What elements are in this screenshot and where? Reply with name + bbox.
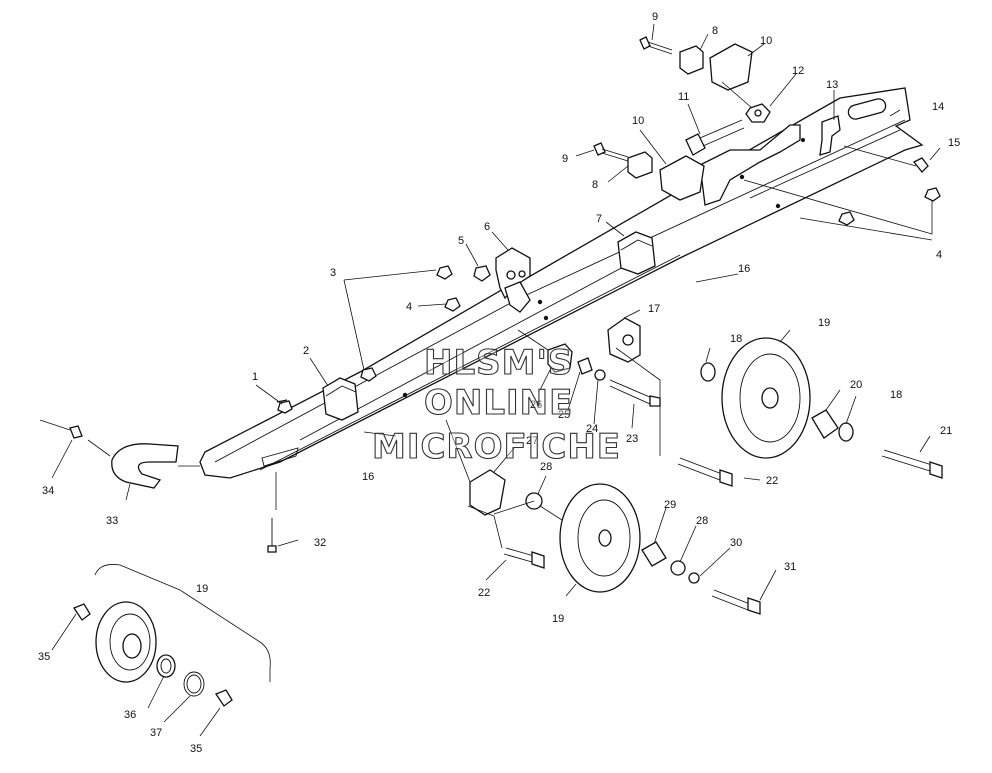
bolt-31: [711, 589, 761, 615]
callout-32: 32: [314, 537, 326, 549]
bolt-21: [881, 449, 943, 479]
idler-wheel-right: [721, 337, 811, 459]
callout-36: 36: [124, 709, 136, 721]
callout-1: 1: [252, 371, 258, 383]
nut-group: [277, 187, 941, 414]
wear-strip-33: [111, 443, 179, 489]
slider-block-2: [322, 377, 359, 421]
callout-28-left: 28: [540, 461, 552, 473]
washer-28-right: [670, 560, 686, 576]
callout-34: 34: [42, 485, 54, 497]
rivet-34: [69, 425, 83, 439]
callout-4-right: 4: [936, 249, 942, 261]
callout-14: 14: [932, 101, 944, 113]
callout-25: 25: [558, 409, 570, 421]
callout-10-lower: 10: [632, 115, 644, 127]
callout-22-lower: 22: [478, 587, 490, 599]
callout-35-bottom: 35: [190, 743, 202, 755]
spacer-29: [641, 541, 667, 567]
watermark-line-1: HLSM'S: [424, 343, 573, 383]
spacer-25: [577, 357, 593, 375]
callout-5: 5: [458, 235, 464, 247]
callout-4-left: 4: [406, 301, 412, 313]
callout-18-right: 18: [890, 389, 902, 401]
callout-18-left: 18: [730, 333, 742, 345]
callout-19-right: 19: [818, 317, 830, 329]
callout-6: 6: [484, 221, 490, 233]
bolt-9-top: [639, 36, 673, 55]
callout-15: 15: [948, 137, 960, 149]
cushion-10-top: [709, 43, 753, 91]
callout-24: 24: [586, 423, 598, 435]
callout-29: 29: [664, 499, 676, 511]
rail-bracket: [699, 124, 801, 206]
callout-10-top: 10: [760, 35, 772, 47]
cushion-10-lower: [659, 155, 705, 201]
callout-35-top: 35: [38, 651, 50, 663]
bolt-32: [267, 518, 277, 553]
washer-18-right: [838, 422, 854, 442]
bolt-22-lower: [503, 547, 545, 569]
leader-lines: [51, 23, 941, 737]
pivot-27: [469, 469, 506, 516]
bolt-9-lower: [593, 142, 629, 162]
callout-7: 7: [596, 213, 602, 225]
callout-17: 17: [648, 303, 660, 315]
wheel-assembly-detail: [73, 564, 271, 707]
bushing-8-top: [679, 45, 704, 75]
spacer-20: [811, 409, 839, 439]
callout-labels: 1 2 3 4 4 5 6 7 8 8 9 9 10 10 11 12 13 1…: [38, 11, 960, 755]
washer-30: [688, 572, 700, 584]
bushing-8-lower: [627, 151, 653, 179]
callout-26: 26: [530, 399, 542, 411]
callout-8-top: 8: [712, 25, 718, 37]
callout-31: 31: [784, 561, 796, 573]
screw-15: [912, 157, 929, 173]
watermark: HLSM'S ONLINE MICROFICHE: [371, 342, 621, 467]
washer-24: [594, 369, 606, 381]
watermark-line-3: MICROFICHE: [372, 427, 621, 467]
callout-9-lower: 9: [562, 153, 568, 165]
callout-19-detail: 19: [196, 583, 208, 595]
mount-bracket: [495, 247, 531, 313]
callout-13: 13: [826, 79, 838, 91]
callout-30: 30: [730, 537, 742, 549]
callout-2: 2: [303, 345, 309, 357]
bolt-22-right: [677, 457, 733, 487]
watermark-line-2: ONLINE: [424, 383, 573, 423]
slider-block-7: [617, 231, 656, 275]
bolt-23: [609, 379, 661, 407]
callout-20: 20: [850, 379, 862, 391]
callout-8-lower: 8: [592, 179, 598, 191]
bracket-13: [819, 115, 841, 156]
callout-21: 21: [940, 425, 952, 437]
callout-11: 11: [678, 91, 689, 103]
washer-18-left: [700, 362, 716, 382]
callout-28-right: 28: [696, 515, 708, 527]
callout-33: 33: [106, 515, 118, 527]
bushing-26: [547, 343, 573, 373]
callout-16-left: 16: [362, 471, 374, 483]
bolt-11: [685, 119, 745, 156]
callout-22-right: 22: [766, 475, 778, 487]
callout-16-right: 16: [738, 263, 750, 275]
callout-37: 37: [150, 727, 162, 739]
idler-wheel-lower: [559, 483, 641, 593]
callout-23: 23: [626, 433, 638, 445]
callout-12: 12: [792, 65, 804, 77]
callout-19-lower: 19: [552, 613, 564, 625]
callout-3: 3: [330, 267, 336, 279]
callout-27: 27: [526, 435, 538, 447]
callout-9-top: 9: [652, 11, 658, 23]
